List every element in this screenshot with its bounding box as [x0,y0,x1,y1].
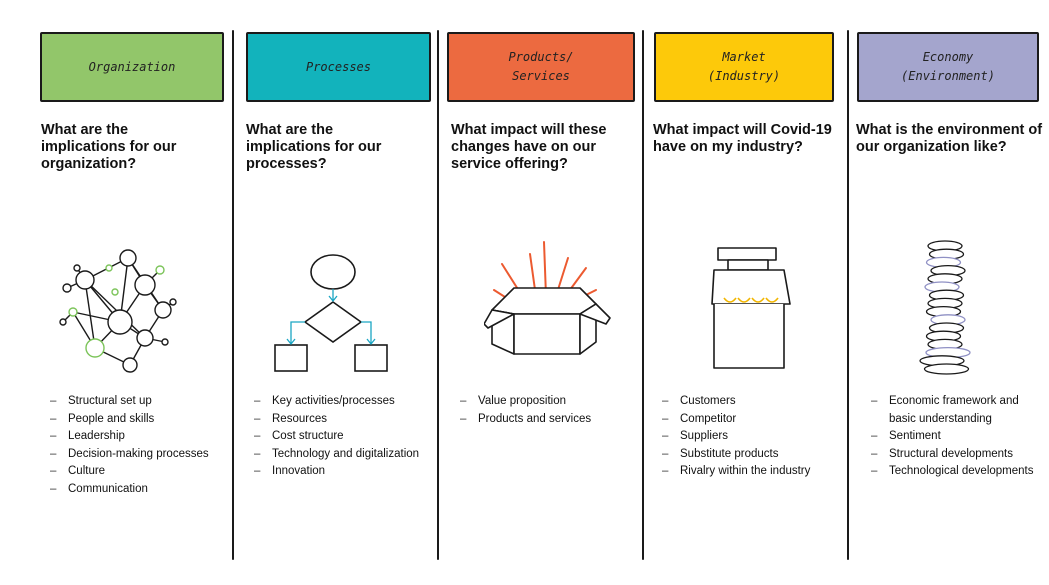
column-market: Market (Industry) What impact will Covid… [644,0,847,585]
list-item: Customers [660,393,845,411]
list-item: Sentiment [869,428,1041,446]
column-divider [232,30,234,560]
question-products-services: What impact will these changes have on o… [451,122,607,172]
item-list-market: Customers Competitor Suppliers Substitut… [660,393,845,481]
header-products-services: Products/ Services [447,32,635,102]
list-item: Value proposition [458,393,638,411]
list-item: Culture [48,463,228,481]
header-line: Services [512,69,570,83]
list-item: Economic framework and basic understandi… [869,393,1041,428]
header-line: Products/ [508,50,574,64]
header-line: Market [722,50,766,64]
header-organization: Organization [40,32,224,102]
header-economy: Economy (Environment) [857,32,1039,102]
question-market: What impact will Covid-19 have on my ind… [653,122,832,155]
list-item: Suppliers [660,428,845,446]
question-processes: What are the implications for our proces… [246,122,382,172]
list-item: Competitor [660,411,845,429]
header-line: (Environment) [901,69,995,83]
coin-stack-icon [919,240,971,375]
column-economy: Economy (Environment) What is the enviro… [849,0,1049,585]
flowchart-icon [274,254,388,372]
list-item: Decision-making processes [48,446,228,464]
question-organization: What are the implications for our organi… [41,122,177,172]
open-box-icon [484,241,611,355]
list-item: Structural set up [48,393,228,411]
column-products-services: Products/ Services What impact will thes… [439,0,642,585]
list-item: Innovation [252,463,437,481]
list-item: Substitute products [660,446,845,464]
list-item: Resources [252,411,437,429]
column-divider [847,30,849,560]
list-item: Technological developments [869,463,1041,481]
column-processes: Processes What are the implications for … [234,0,437,585]
list-item: Structural developments [869,446,1041,464]
header-line: Economy [922,50,974,64]
shop-icon [711,247,791,369]
coin [923,363,970,375]
item-list-economy: Economic framework and basic understandi… [869,393,1041,481]
column-organization: Organization What are the implications f… [0,0,232,585]
header-line: Organization [88,59,176,74]
list-item: Products and services [458,411,638,429]
item-list-products-services: Value proposition Products and services [458,393,638,428]
header-market: Market (Industry) [654,32,834,102]
header-line: (Industry) [707,69,781,83]
network-icon [59,249,177,373]
column-divider [437,30,439,560]
list-item: Key activities/processes [252,393,437,411]
list-item: Rivalry within the industry [660,463,845,481]
header-processes: Processes [246,32,431,102]
question-economy: What is the environment of our organizat… [856,122,1043,155]
list-item: People and skills [48,411,228,429]
list-item: Leadership [48,428,228,446]
column-divider [642,30,644,560]
header-line: Processes [305,59,372,74]
item-list-processes: Key activities/processes Resources Cost … [252,393,437,481]
list-item: Communication [48,481,228,499]
item-list-organization: Structural set up People and skills Lead… [48,393,228,498]
list-item: Cost structure [252,428,437,446]
list-item: Technology and digitalization [252,446,437,464]
